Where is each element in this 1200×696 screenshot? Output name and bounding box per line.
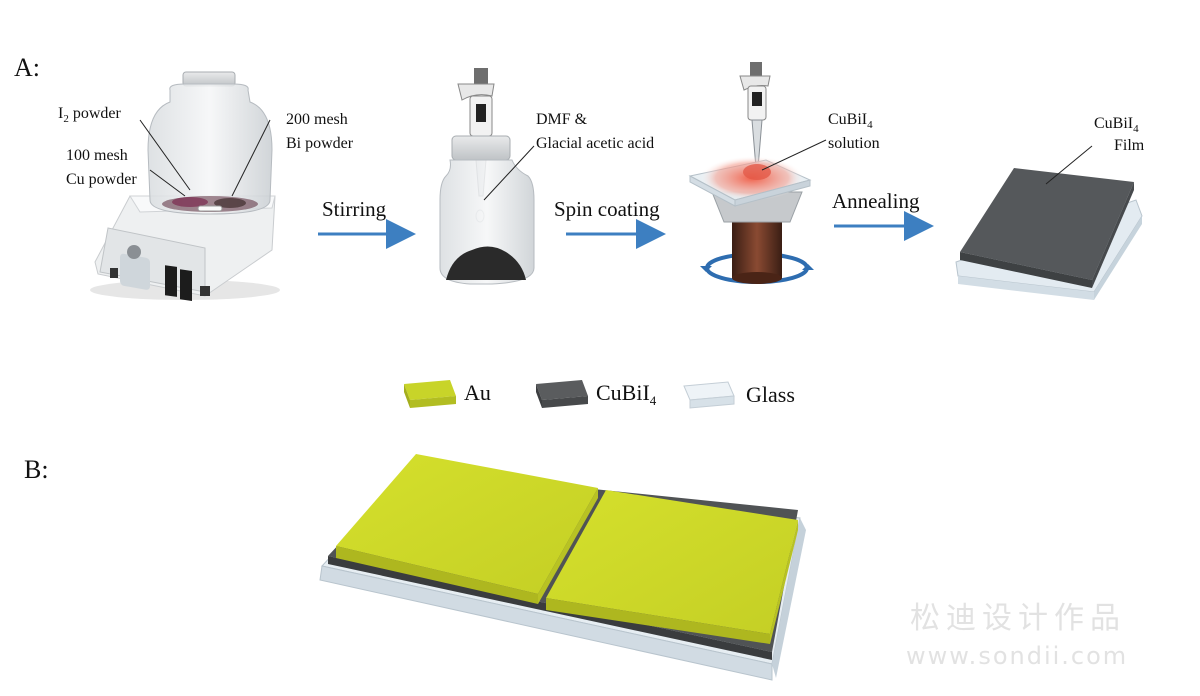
dmf-label-line1: DMF &	[536, 111, 588, 128]
step-annealing-label: Annealing	[832, 189, 920, 213]
film-label-line1: CuBiI4	[1094, 115, 1139, 135]
cubii4-film-on-glass	[955, 168, 1143, 300]
legend: Au CuBiI4 Glass	[404, 380, 795, 409]
step-stirring-label: Stirring	[322, 197, 387, 221]
film-label-line	[1045, 145, 1093, 185]
legend-item-glass: Glass	[683, 381, 795, 409]
bi-powder-label-line1: 200 mesh	[286, 111, 348, 128]
bi-powder-label-line2: Bi powder	[286, 135, 354, 152]
solution-label-line	[761, 139, 827, 171]
watermark-line2: www.sondii.com	[906, 642, 1128, 670]
spin-coater	[688, 156, 814, 284]
glass-jar	[147, 71, 273, 215]
stirrer-label-lines	[139, 119, 271, 197]
legend-glass-label: Glass	[746, 382, 795, 407]
dmf-label-line2: Glacial acetic acid	[536, 135, 654, 152]
panel-a-label: A:	[14, 53, 40, 82]
film-label-line2: Film	[1114, 137, 1145, 154]
cu-powder-label-line1: 100 mesh	[66, 147, 128, 164]
watermark-line1: 松迪设计作品	[910, 601, 1126, 636]
legend-cubii4-label: CuBiI4	[596, 380, 657, 408]
pipette-2	[739, 62, 771, 169]
i2-powder-label: I2 powder	[58, 105, 121, 125]
step-spin-coating-label: Spin coating	[554, 197, 660, 221]
legend-item-au: Au	[404, 380, 491, 408]
dmf-label-line	[483, 145, 535, 201]
solution-label-line2: solution	[828, 135, 880, 152]
solution-label-line1: CuBiI4	[828, 111, 873, 131]
device-illustration	[319, 454, 806, 681]
panel-b-label: B:	[24, 455, 49, 484]
cu-powder-label-line2: Cu powder	[66, 171, 137, 188]
legend-au-label: Au	[464, 380, 491, 405]
jar-with-powder	[439, 135, 535, 285]
legend-item-cubii4: CuBiI4	[536, 380, 657, 408]
